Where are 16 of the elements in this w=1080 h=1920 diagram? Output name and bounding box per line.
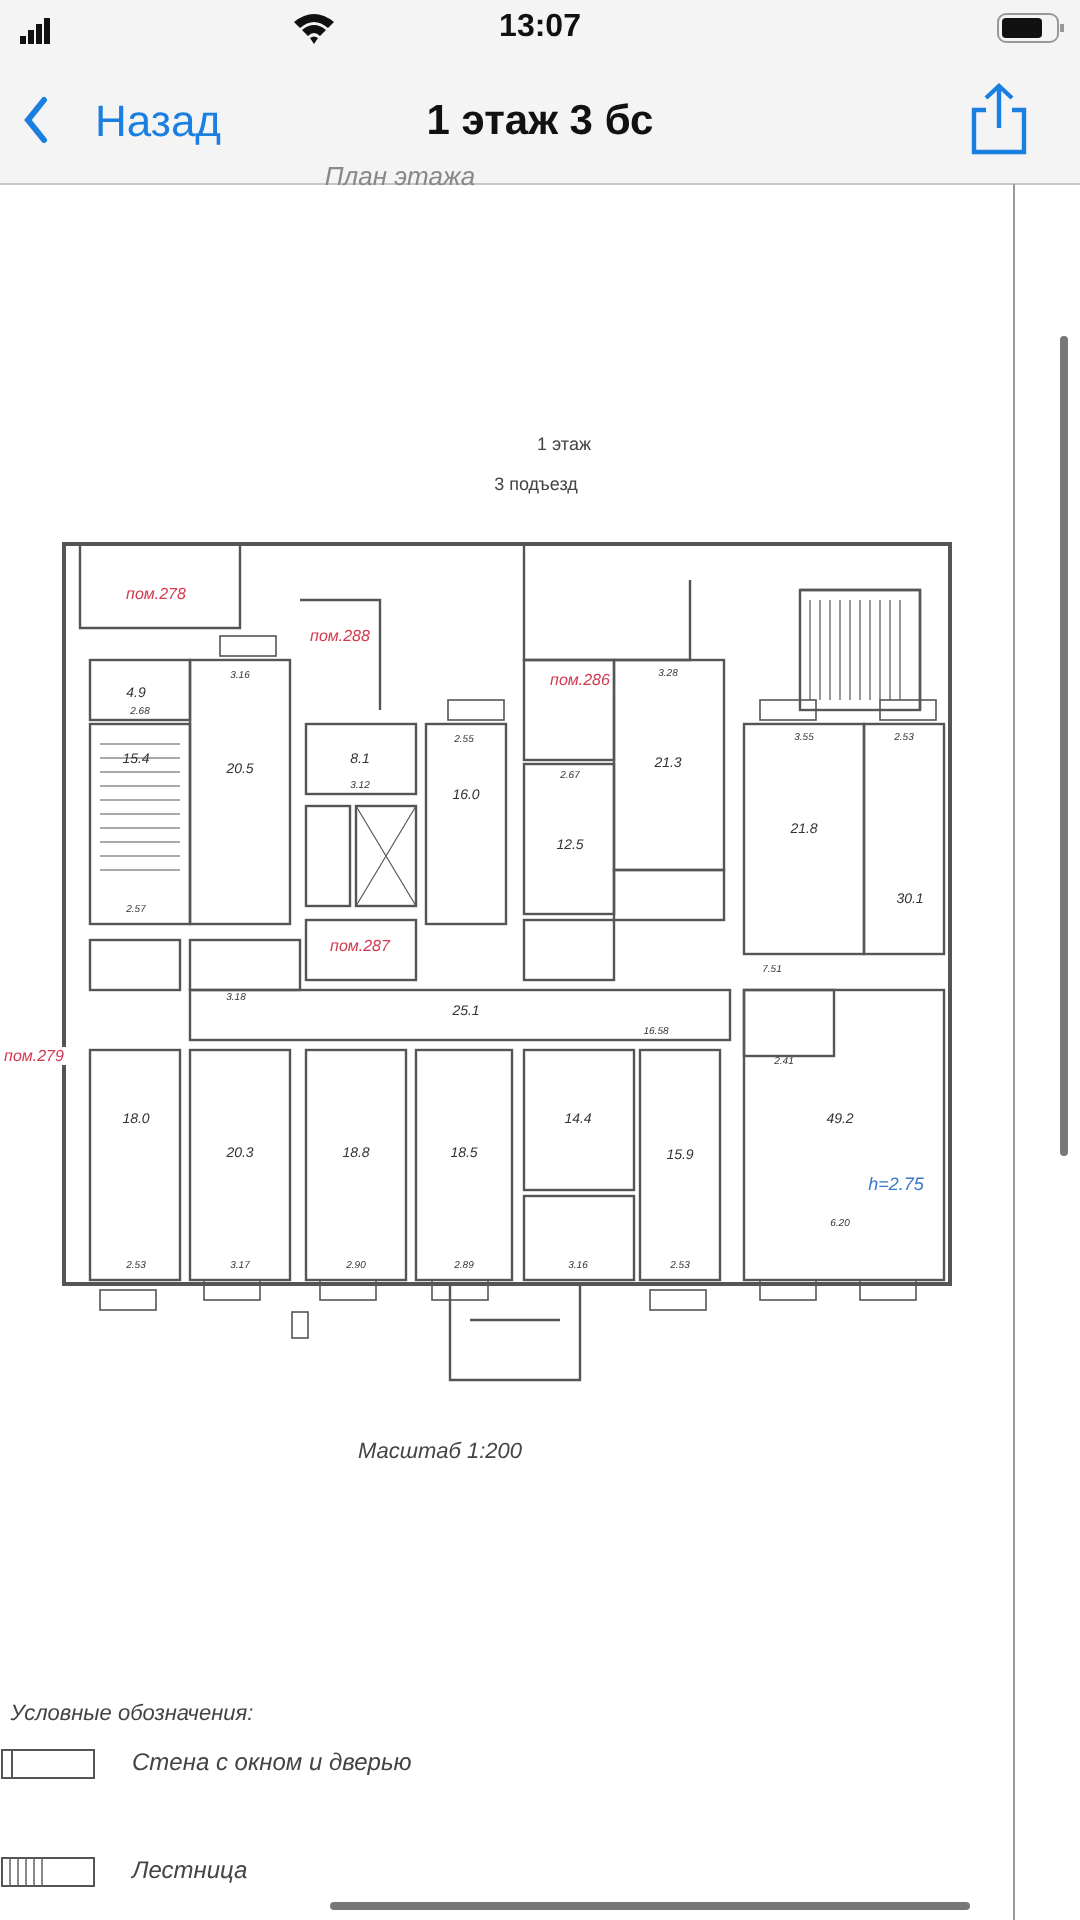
back-button: Назад: [94, 96, 222, 148]
status-time: 13:07: [499, 10, 581, 46]
plan-heading: 1 этаж: [537, 434, 591, 454]
room-reference: пом.279: [2, 1047, 66, 1065]
plan-heading: 3 подъезд: [494, 474, 578, 494]
sheet-title: План этажа: [324, 161, 476, 191]
legend-text: Стена с окном и дверью: [132, 1748, 412, 1776]
room-reference: пом.286: [548, 671, 612, 689]
legend-text: Лестница: [132, 1856, 248, 1884]
screen-title: 1 этаж 3 бс: [426, 98, 654, 146]
scale-note: Масштаб 1:200: [358, 1440, 522, 1464]
room-reference: пом.278: [124, 585, 188, 603]
room-reference: пом.287: [328, 937, 392, 955]
legend-heading: Условные обозначения:: [10, 1702, 254, 1726]
ceiling-height-label: h=2.75: [868, 1174, 924, 1194]
room-reference: пом.288: [308, 627, 372, 645]
